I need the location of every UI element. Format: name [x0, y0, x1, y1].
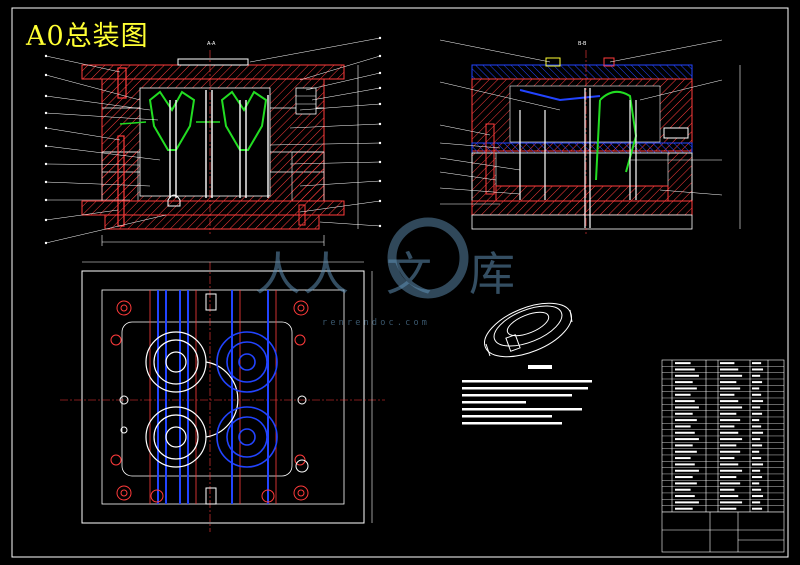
section-view-right: B-B — [471, 41, 741, 234]
bom-cell-text — [752, 368, 764, 371]
technical-requirements — [462, 365, 592, 425]
bom-cell-text — [752, 387, 760, 390]
bom-cell-text — [752, 463, 764, 466]
bom-cell-text — [675, 450, 697, 453]
bom-cell-text — [675, 406, 699, 409]
svg-text:B-B: B-B — [578, 41, 587, 47]
bom-cell-text — [720, 387, 741, 390]
bom-cell-text — [720, 438, 743, 441]
bom-cell-text — [675, 463, 695, 466]
bom-cell-text — [752, 419, 760, 422]
bom-cell-text — [720, 476, 737, 479]
bom-rows — [662, 362, 784, 513]
bom-cell-text — [675, 495, 695, 498]
bom-cell-text — [752, 444, 763, 447]
bom-cell-text — [720, 507, 737, 510]
bom-cell-text — [720, 495, 739, 498]
bom-cell-text — [675, 482, 697, 485]
bom-cell-text — [720, 457, 735, 460]
bom-cell-text — [720, 368, 739, 371]
bom-cell-text — [675, 374, 699, 377]
bom-cell-text — [720, 374, 743, 377]
bom-cell-text — [752, 488, 762, 491]
bom-cell-text — [675, 425, 691, 428]
bom-cell-text — [752, 457, 762, 460]
bom-cell-text — [675, 362, 691, 365]
bom-cell-text — [752, 507, 763, 510]
bom-cell-text — [675, 400, 695, 403]
bom-cell-text — [675, 412, 693, 415]
leader-tags-left — [44, 36, 382, 245]
bom-cell-text — [720, 488, 735, 491]
bom-cell-text — [675, 368, 695, 371]
bom-cell-text — [675, 469, 699, 472]
bom-cell-text — [720, 406, 743, 409]
watermark-text: 人人文库 — [255, 238, 517, 304]
watermark-right-char: 库 — [469, 247, 517, 301]
bom-cell-text — [752, 438, 761, 441]
drawing-border — [11, 7, 789, 558]
watermark-logo — [387, 217, 469, 299]
bom-cell-text — [752, 406, 761, 409]
bom-cell-text — [752, 501, 761, 504]
watermark-url: renrendoc.com — [322, 318, 431, 328]
bom-cell-text — [675, 501, 699, 504]
bom-cell-text — [720, 444, 737, 447]
bom-cell-text — [720, 412, 737, 415]
bom-cell-text — [752, 482, 760, 485]
section-view-left: A-A — [81, 41, 359, 246]
watermark-left-text: 人人 — [255, 247, 351, 301]
bom-cell-text — [752, 476, 763, 479]
bom-cell-text — [752, 425, 762, 428]
bom-cell-text — [675, 476, 693, 479]
part-isometric-view — [484, 302, 573, 358]
bom-cell-text — [720, 482, 741, 485]
bom-cell-text — [675, 387, 697, 390]
bom-cell-text — [675, 419, 697, 422]
bom-cell-text — [675, 457, 691, 460]
bom-cell-text — [720, 463, 739, 466]
bom-cell-text — [720, 431, 739, 434]
bom-cell-text — [752, 431, 764, 434]
bom-cell-text — [720, 381, 737, 384]
bom-cell-text — [720, 419, 741, 422]
svg-text:A-A: A-A — [207, 41, 216, 47]
bom-cell-text — [675, 438, 699, 441]
bom-cell-text — [720, 400, 739, 403]
bom-cell-text — [675, 488, 691, 491]
bom-cell-text — [675, 393, 691, 396]
bom-cell-text — [752, 393, 762, 396]
bom-cell-text — [720, 425, 735, 428]
bom-cell-text — [675, 507, 693, 510]
bom-cell-text — [752, 381, 763, 384]
bom-cell-text — [720, 362, 735, 365]
bom-cell-text — [675, 431, 695, 434]
drawing-title: A0总装图 — [26, 21, 149, 52]
bom-cell-text — [752, 450, 760, 453]
bom-cell-text — [752, 400, 764, 403]
bom-cell-text — [752, 362, 762, 365]
bom-cell-text — [720, 450, 741, 453]
leader-lines-right — [439, 39, 723, 205]
watermark-circle-char: 文 — [386, 247, 434, 301]
bom-cell-text — [675, 444, 693, 447]
plan-view — [60, 261, 385, 532]
bom-cell-text — [720, 393, 735, 396]
leader-lines-left — [45, 37, 381, 244]
bom-cell-text — [720, 469, 743, 472]
bom-cell-text — [752, 374, 761, 377]
bom-cell-text — [675, 381, 693, 384]
bom-cell-text — [720, 501, 743, 504]
bom-cell-text — [752, 412, 763, 415]
bom-cell-text — [752, 469, 761, 472]
bom-cell-text — [752, 495, 764, 498]
